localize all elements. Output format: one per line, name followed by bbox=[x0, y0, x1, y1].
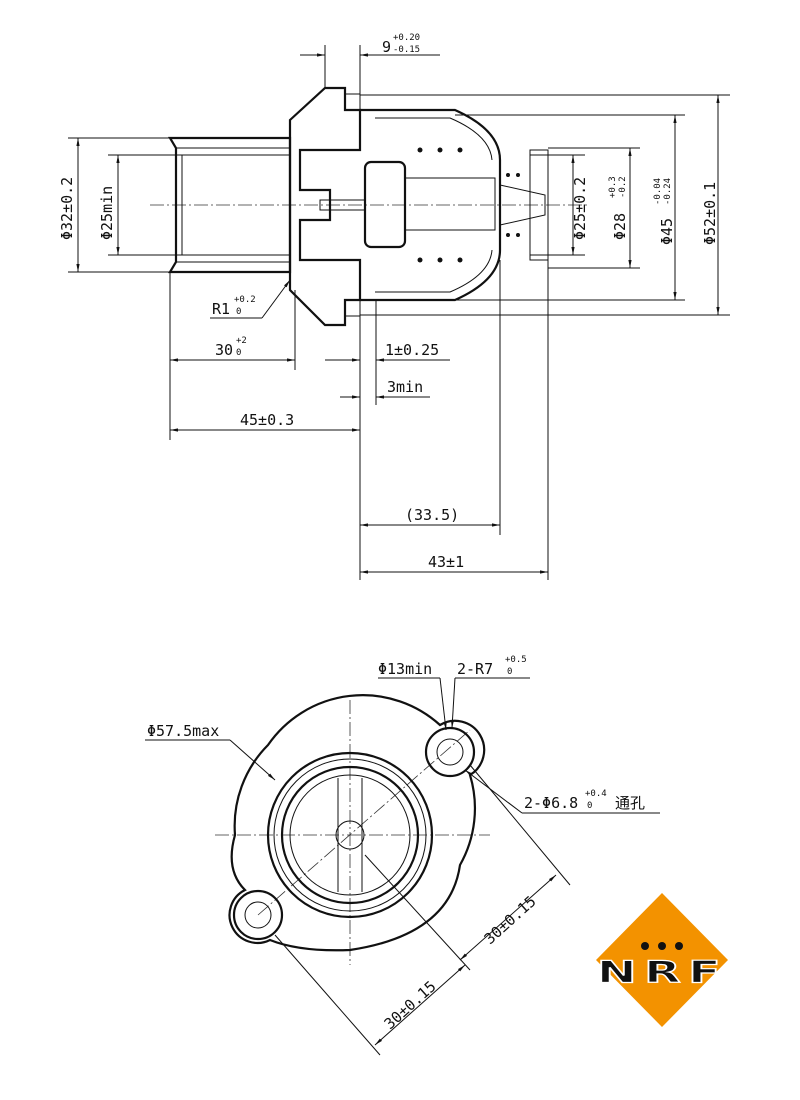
dim-holes-lower: 0 bbox=[587, 801, 592, 811]
dim-inlet-inner: Φ25min bbox=[98, 186, 116, 240]
dim-body-lower: -0.24 bbox=[663, 178, 673, 205]
dim-pin-diameter: Φ25±0.2 bbox=[571, 177, 589, 240]
dim-gap: 1±0.25 bbox=[385, 341, 439, 359]
dim-total-inlet: 45±0.3 bbox=[240, 411, 294, 429]
dim-inlet-length-upper: +2 bbox=[236, 336, 247, 346]
dim-flange-thickness-lower: -0.15 bbox=[393, 45, 420, 55]
dim-flange-max: Φ57.5max bbox=[147, 722, 219, 740]
dim-ear-radius: 2-R7 bbox=[457, 660, 493, 678]
dim-radius: R1 bbox=[212, 300, 230, 318]
dim-seal-lower: -0.2 bbox=[618, 176, 628, 198]
dim-inlet-length: 30 bbox=[215, 341, 233, 359]
dim-body-diameter: Φ45 bbox=[658, 218, 676, 245]
dim-ear-radius-lower: 0 bbox=[507, 667, 512, 677]
dimension-lines bbox=[68, 45, 730, 580]
dim-radius-upper: +0.2 bbox=[234, 295, 256, 305]
dim-total-body: 43±1 bbox=[428, 553, 464, 571]
side-view: 9 +0.20 -0.15 Φ32±0.2 Φ25min Φ25±0.2 Φ28… bbox=[58, 33, 730, 580]
dim-hole-min: Φ13min bbox=[378, 660, 432, 678]
nrf-logo: NRF bbox=[596, 893, 728, 1027]
flange-outline bbox=[228, 694, 486, 952]
dim-3min: 3min bbox=[387, 378, 423, 396]
logo-diamond bbox=[596, 893, 728, 1027]
logo-text: NRF bbox=[597, 955, 728, 990]
dim-holes-suffix: 通孔 bbox=[615, 794, 645, 812]
mounting-hole-bottom bbox=[232, 889, 284, 941]
dim-radius-lower: 0 bbox=[236, 307, 241, 317]
dim-ref: (33.5) bbox=[405, 506, 459, 524]
dim-holes-upper: +0.4 bbox=[585, 789, 607, 799]
front-view: Φ13min 2-R7 +0.5 0 Φ57.5max 2-Φ6.8 +0.4 … bbox=[145, 655, 660, 1056]
dim-flange-thickness: 9 bbox=[382, 38, 391, 56]
dim-seal-diameter: Φ28 bbox=[611, 213, 629, 240]
dim-ear-radius-upper: +0.5 bbox=[505, 655, 527, 665]
dim-offset-a: 30±0.15 bbox=[481, 892, 540, 948]
mounting-hole-top bbox=[424, 726, 476, 778]
dim-seal-upper: +0.3 bbox=[608, 176, 618, 198]
dim-offset-b: 30±0.15 bbox=[381, 977, 440, 1033]
dim-body-upper: -0.04 bbox=[653, 178, 663, 205]
dim-holes: 2-Φ6.8 bbox=[524, 794, 578, 812]
thermostat-body bbox=[319, 108, 549, 302]
dim-flange-thickness-upper: +0.20 bbox=[393, 33, 420, 43]
dim-inlet-length-lower: 0 bbox=[236, 348, 241, 358]
dim-outer-diameter: Φ52±0.1 bbox=[701, 182, 719, 245]
flange bbox=[288, 86, 362, 327]
dim-inlet-outer: Φ32±0.2 bbox=[58, 177, 76, 240]
